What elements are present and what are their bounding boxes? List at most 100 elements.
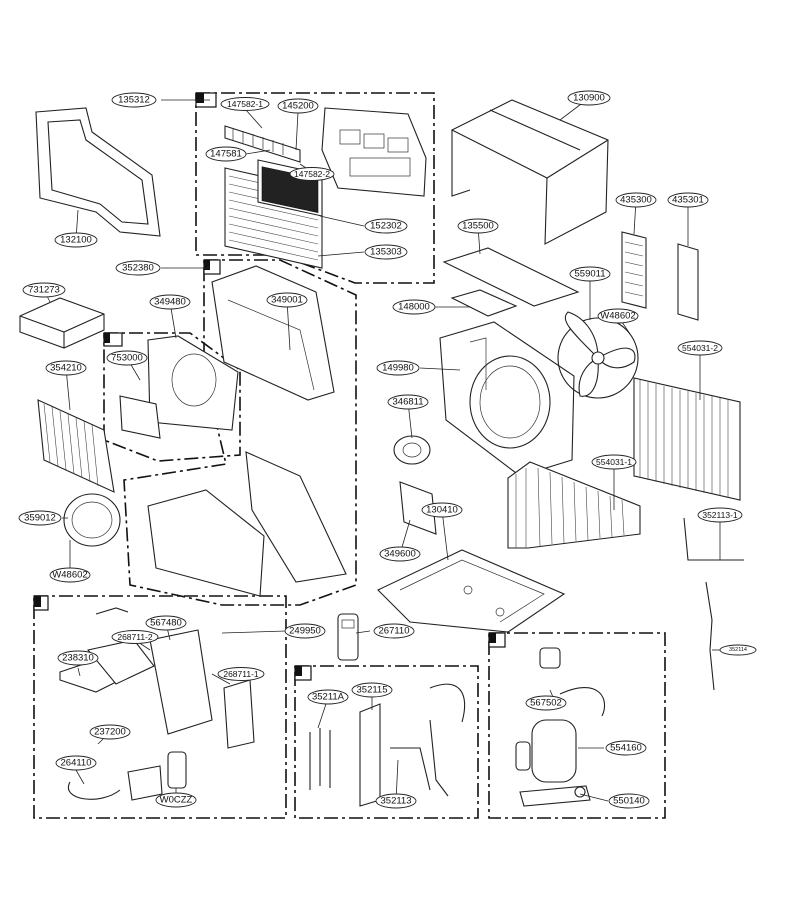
label-text: W0CZZ bbox=[160, 795, 193, 806]
label-130410: 130410 bbox=[421, 502, 463, 518]
label-text: 130410 bbox=[426, 505, 458, 516]
fan-motor-part bbox=[393, 435, 437, 535]
label-text: 237200 bbox=[94, 727, 126, 738]
label-352113-1: 352113-1 bbox=[697, 507, 743, 523]
cabinet-part bbox=[450, 99, 609, 245]
label-text: 346811 bbox=[393, 397, 424, 408]
remote-part bbox=[337, 613, 359, 661]
label-text: 145200 bbox=[282, 101, 314, 112]
label-text: 147582-2 bbox=[294, 169, 330, 179]
label-349600: 349600 bbox=[379, 546, 421, 562]
label-text: 352113-1 bbox=[702, 510, 738, 520]
label-567480: 567480 bbox=[145, 615, 187, 631]
label-text: 554031-2 bbox=[682, 343, 718, 353]
label-352380: 352380 bbox=[115, 260, 161, 276]
part-labels: 135312 147582-1 145200 147581 147582-2 1… bbox=[18, 90, 757, 809]
label-130900: 130900 bbox=[567, 90, 611, 106]
label-268711-2: 268711-2 bbox=[111, 630, 159, 644]
label-W0CZZ: W0CZZ bbox=[155, 792, 197, 808]
section-markers bbox=[33, 92, 506, 681]
label-text: 238310 bbox=[62, 653, 94, 664]
label-text: W48602 bbox=[600, 311, 635, 322]
label-731273: 731273 bbox=[22, 282, 66, 298]
label-35211A: 35211A bbox=[307, 689, 349, 705]
label-text: 268711-2 bbox=[117, 632, 153, 642]
label-text: 135312 bbox=[118, 95, 150, 106]
label-346811: 346811 bbox=[387, 394, 429, 410]
label-text: 554031-1 bbox=[596, 457, 632, 467]
label-249950: 249950 bbox=[284, 623, 326, 639]
label-text: 149980 bbox=[382, 363, 414, 374]
label-753000: 753000 bbox=[106, 350, 148, 366]
label-554160: 554160 bbox=[605, 740, 647, 756]
label-text: 352380 bbox=[122, 263, 154, 274]
label-152302: 152302 bbox=[364, 218, 408, 234]
base-pan-part bbox=[377, 549, 566, 633]
label-text: 359012 bbox=[24, 513, 56, 524]
front-frame-part bbox=[35, 107, 161, 237]
label-435300: 435300 bbox=[615, 192, 657, 208]
label-text: 753000 bbox=[111, 353, 143, 364]
label-text: 567480 bbox=[150, 618, 182, 629]
evaporator-coil-part bbox=[507, 461, 641, 549]
label-text: 354210 bbox=[50, 363, 82, 374]
label-text: 349600 bbox=[384, 549, 416, 560]
control-box-part bbox=[147, 265, 347, 597]
label-349001: 349001 bbox=[266, 292, 308, 308]
drain-tube-part bbox=[683, 517, 744, 691]
label-text: 352113 bbox=[381, 796, 412, 807]
label-text: 559011 bbox=[575, 269, 606, 280]
label-550140: 550140 bbox=[608, 793, 650, 809]
side-louver-part bbox=[621, 231, 699, 321]
insulation-part bbox=[19, 297, 105, 349]
label-135500: 135500 bbox=[457, 218, 499, 234]
label-text: 147581 bbox=[210, 149, 242, 160]
label-359012: 359012 bbox=[18, 510, 62, 526]
label-238310: 238310 bbox=[57, 650, 99, 666]
label-554031-2: 554031-2 bbox=[677, 340, 723, 356]
label-text: 349001 bbox=[271, 295, 303, 306]
label-147581: 147581 bbox=[205, 146, 247, 162]
front-grille-part bbox=[224, 107, 427, 269]
label-147582-2: 147582-2 bbox=[289, 167, 335, 181]
label-567502: 567502 bbox=[525, 695, 567, 711]
label-135312: 135312 bbox=[111, 92, 157, 108]
label-text: 349480 bbox=[154, 297, 186, 308]
left-coil-part bbox=[37, 399, 121, 547]
label-text: 267110 bbox=[379, 626, 410, 637]
label-text: 567502 bbox=[530, 698, 562, 709]
label-text: 731273 bbox=[28, 285, 60, 296]
label-text: W48602 bbox=[52, 570, 87, 581]
label-W48602-a: W48602 bbox=[597, 308, 639, 324]
label-132100: 132100 bbox=[54, 232, 98, 248]
top-plate-part bbox=[442, 247, 580, 317]
label-text: 554160 bbox=[610, 743, 642, 754]
electrical-parts bbox=[59, 607, 255, 801]
label-145200: 145200 bbox=[277, 98, 319, 114]
label-267110: 267110 bbox=[373, 623, 415, 639]
label-text: 550140 bbox=[613, 796, 645, 807]
label-text: 249950 bbox=[289, 626, 321, 637]
label-135303: 135303 bbox=[364, 244, 408, 260]
compressor-part bbox=[515, 647, 606, 807]
label-148000: 148000 bbox=[392, 299, 436, 315]
label-text: 135500 bbox=[462, 221, 494, 232]
label-349480: 349480 bbox=[149, 294, 191, 310]
label-352114: 352114 bbox=[719, 644, 757, 656]
label-149980: 149980 bbox=[376, 360, 420, 376]
label-147582-1: 147582-1 bbox=[220, 97, 270, 111]
shroud-part bbox=[439, 321, 575, 477]
label-text: 135303 bbox=[370, 247, 402, 258]
label-text: 152302 bbox=[370, 221, 402, 232]
label-text: 435301 bbox=[672, 195, 704, 206]
tubing-parts bbox=[309, 683, 466, 807]
label-435301: 435301 bbox=[667, 192, 709, 208]
air-guide-part bbox=[119, 335, 239, 439]
label-237200: 237200 bbox=[89, 724, 131, 740]
label-352113: 352113 bbox=[375, 793, 417, 809]
label-text: 268711-1 bbox=[223, 669, 259, 679]
label-text: 352115 bbox=[357, 685, 388, 696]
label-text: 264110 bbox=[61, 758, 92, 769]
label-264110: 264110 bbox=[55, 755, 97, 771]
